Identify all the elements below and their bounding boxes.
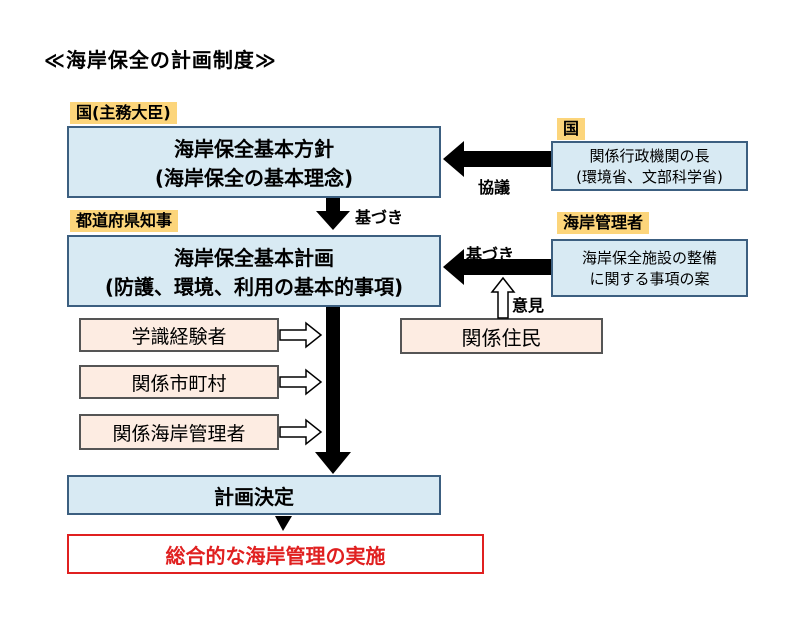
agency-head-box: 関係行政機関の長 (環境省、文部科学省) [551,141,748,191]
agency-head-line1: 関係行政機関の長 [589,147,710,165]
basic-policy-subtitle: (海岸保全の基本理念) [154,166,354,190]
experts-box: 学識経験者 [79,318,279,352]
tag-national-minister: 国(主務大臣) [70,102,177,124]
opinion-label: 意見 [512,296,545,315]
tag-prefectural-governor: 都道府県知事 [70,210,179,232]
arrow-municipalities-input [279,368,323,396]
tag-coast-manager: 海岸管理者 [557,212,650,234]
arrow-agency-to-policy [443,141,551,177]
facility-plan-line2: に関する事項の案 [589,270,710,288]
arrow-facility-to-plan [443,249,551,285]
consultation-label: 協議 [478,178,511,197]
tag-national: 国 [557,118,586,140]
basic-plan-subtitle: (防護、環境、利用の基本的事項) [104,275,404,299]
arrow-policy-to-plan [316,198,350,230]
basic-policy-box: 海岸保全基本方針 (海岸保全の基本理念) [67,126,441,198]
based-on-label-governor: 基づき [355,208,404,227]
basic-policy-title: 海岸保全基本方針 [174,137,334,161]
page-title: ≪海岸保全の計画制度≫ [44,48,277,72]
agency-head-line2: (環境省、文部科学省) [576,168,723,186]
municipalities-box: 関係市町村 [79,365,279,399]
arrow-residents-opinion [490,276,516,319]
basic-plan-box: 海岸保全基本計画 (防護、環境、利用の基本的事項) [67,235,441,307]
arrow-decision-to-implementation [275,516,292,531]
plan-decision-label: 計画決定 [214,484,294,509]
basic-plan-title: 海岸保全基本計画 [174,246,334,270]
arrow-plan-to-decision [315,307,351,474]
residents-box: 関係住民 [400,318,603,354]
plan-decision-box: 計画決定 [67,475,441,515]
facility-plan-box: 海岸保全施設の整備 に関する事項の案 [551,239,748,297]
implementation-box: 総合的な海岸管理の実施 [67,534,484,574]
facility-plan-line1: 海岸保全施設の整備 [581,249,717,267]
arrow-coast-managers-input [279,418,323,446]
arrow-experts-input [279,321,323,349]
coast-managers-box: 関係海岸管理者 [79,414,279,450]
